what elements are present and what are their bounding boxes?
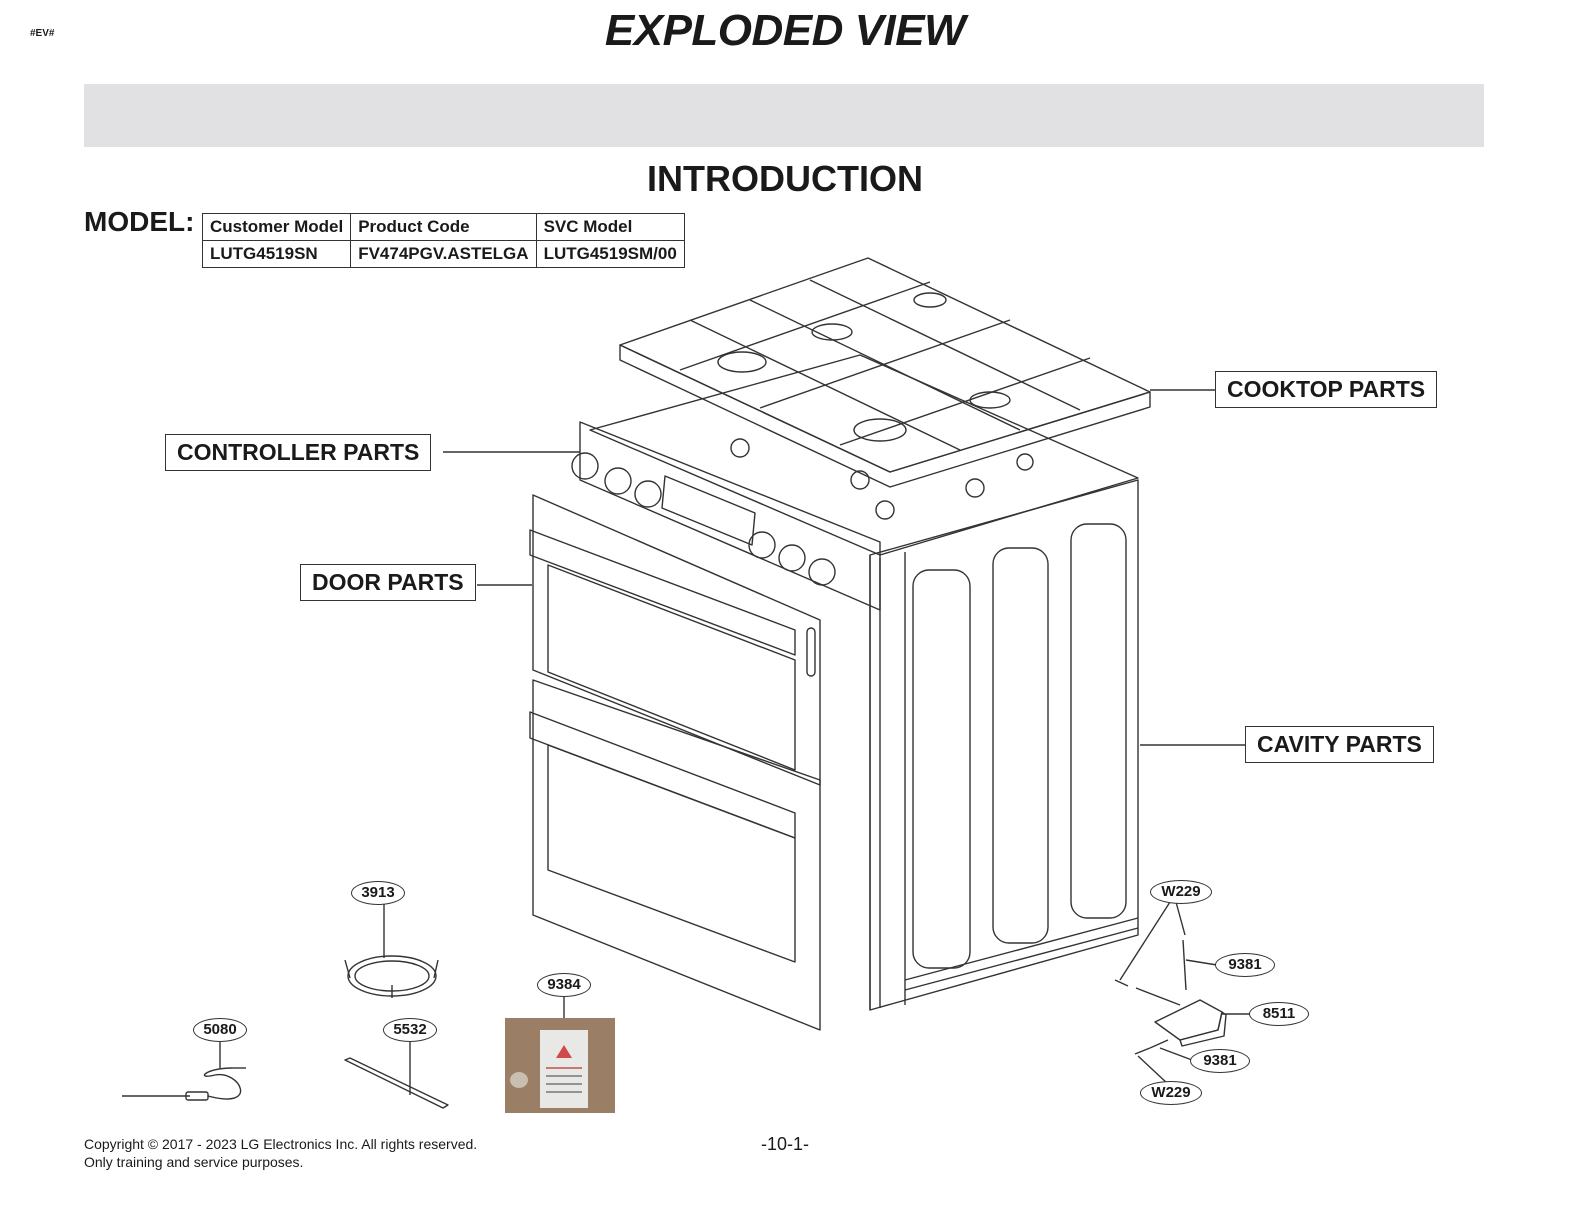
cooktop-surface bbox=[589, 354, 1139, 556]
rod-part bbox=[344, 1057, 449, 1109]
part-label-9381-bottom[interactable]: 9381 bbox=[1190, 1049, 1250, 1073]
part-label-3913[interactable]: 3913 bbox=[351, 881, 405, 905]
page-title: EXPLODED VIEW bbox=[604, 6, 966, 55]
cavity-parts-callout[interactable]: CAVITY PARTS bbox=[1245, 726, 1434, 763]
copyright-text: Copyright © 2017 - 2023 LG Electronics I… bbox=[84, 1136, 478, 1152]
cooktop-parts-callout[interactable]: COOKTOP PARTS bbox=[1215, 371, 1438, 408]
leader-lines bbox=[219, 389, 1250, 1095]
page-number: -10-1- bbox=[760, 1134, 809, 1154]
table-cell: LUTG4519SN bbox=[201, 240, 352, 268]
lower-door bbox=[529, 679, 821, 1031]
section-subtitle: INTRODUCTION bbox=[647, 158, 923, 199]
part-label-w229-bottom[interactable]: W229 bbox=[1140, 1081, 1202, 1105]
document-tag: #EV# bbox=[30, 28, 55, 39]
packet-photo bbox=[505, 1018, 615, 1113]
title-banner bbox=[84, 84, 1484, 147]
table-header-cell: Customer Model bbox=[201, 213, 352, 241]
table-header-row: Customer Model Product Code SVC Model bbox=[201, 213, 685, 241]
usage-notice: Only training and service purposes. bbox=[84, 1154, 304, 1170]
table-header-cell: Product Code bbox=[350, 213, 537, 241]
wok-ring-part bbox=[344, 955, 439, 998]
part-label-5532[interactable]: 5532 bbox=[383, 1018, 437, 1042]
control-panel bbox=[571, 421, 881, 611]
model-table: Customer Model Product Code SVC Model LU… bbox=[201, 213, 685, 268]
table-cell: LUTG4519SM/00 bbox=[535, 240, 685, 268]
oven-cavity bbox=[869, 479, 1139, 1011]
anti-tip-bracket-parts bbox=[1114, 939, 1227, 1055]
part-label-9381-top[interactable]: 9381 bbox=[1215, 953, 1275, 977]
footer-copyright: Copyright © 2017 - 2023 LG Electronics I… bbox=[84, 1135, 477, 1171]
part-label-8511[interactable]: 8511 bbox=[1249, 1002, 1309, 1026]
door-parts-callout[interactable]: DOOR PARTS bbox=[300, 564, 476, 601]
cooktop-grates bbox=[619, 257, 1151, 488]
table-cell: FV474PGV.ASTELGA bbox=[350, 240, 537, 268]
table-row: LUTG4519SN FV474PGV.ASTELGA LUTG4519SM/0… bbox=[201, 240, 685, 268]
part-label-9384[interactable]: 9384 bbox=[537, 973, 591, 997]
model-label: MODEL: bbox=[84, 206, 195, 237]
part-label-5080[interactable]: 5080 bbox=[193, 1018, 247, 1042]
upper-door bbox=[529, 494, 821, 786]
controller-parts-callout[interactable]: CONTROLLER PARTS bbox=[165, 434, 432, 471]
table-header-cell: SVC Model bbox=[535, 213, 685, 241]
part-label-w229-top[interactable]: W229 bbox=[1150, 880, 1212, 904]
meat-probe-part bbox=[122, 1067, 246, 1101]
